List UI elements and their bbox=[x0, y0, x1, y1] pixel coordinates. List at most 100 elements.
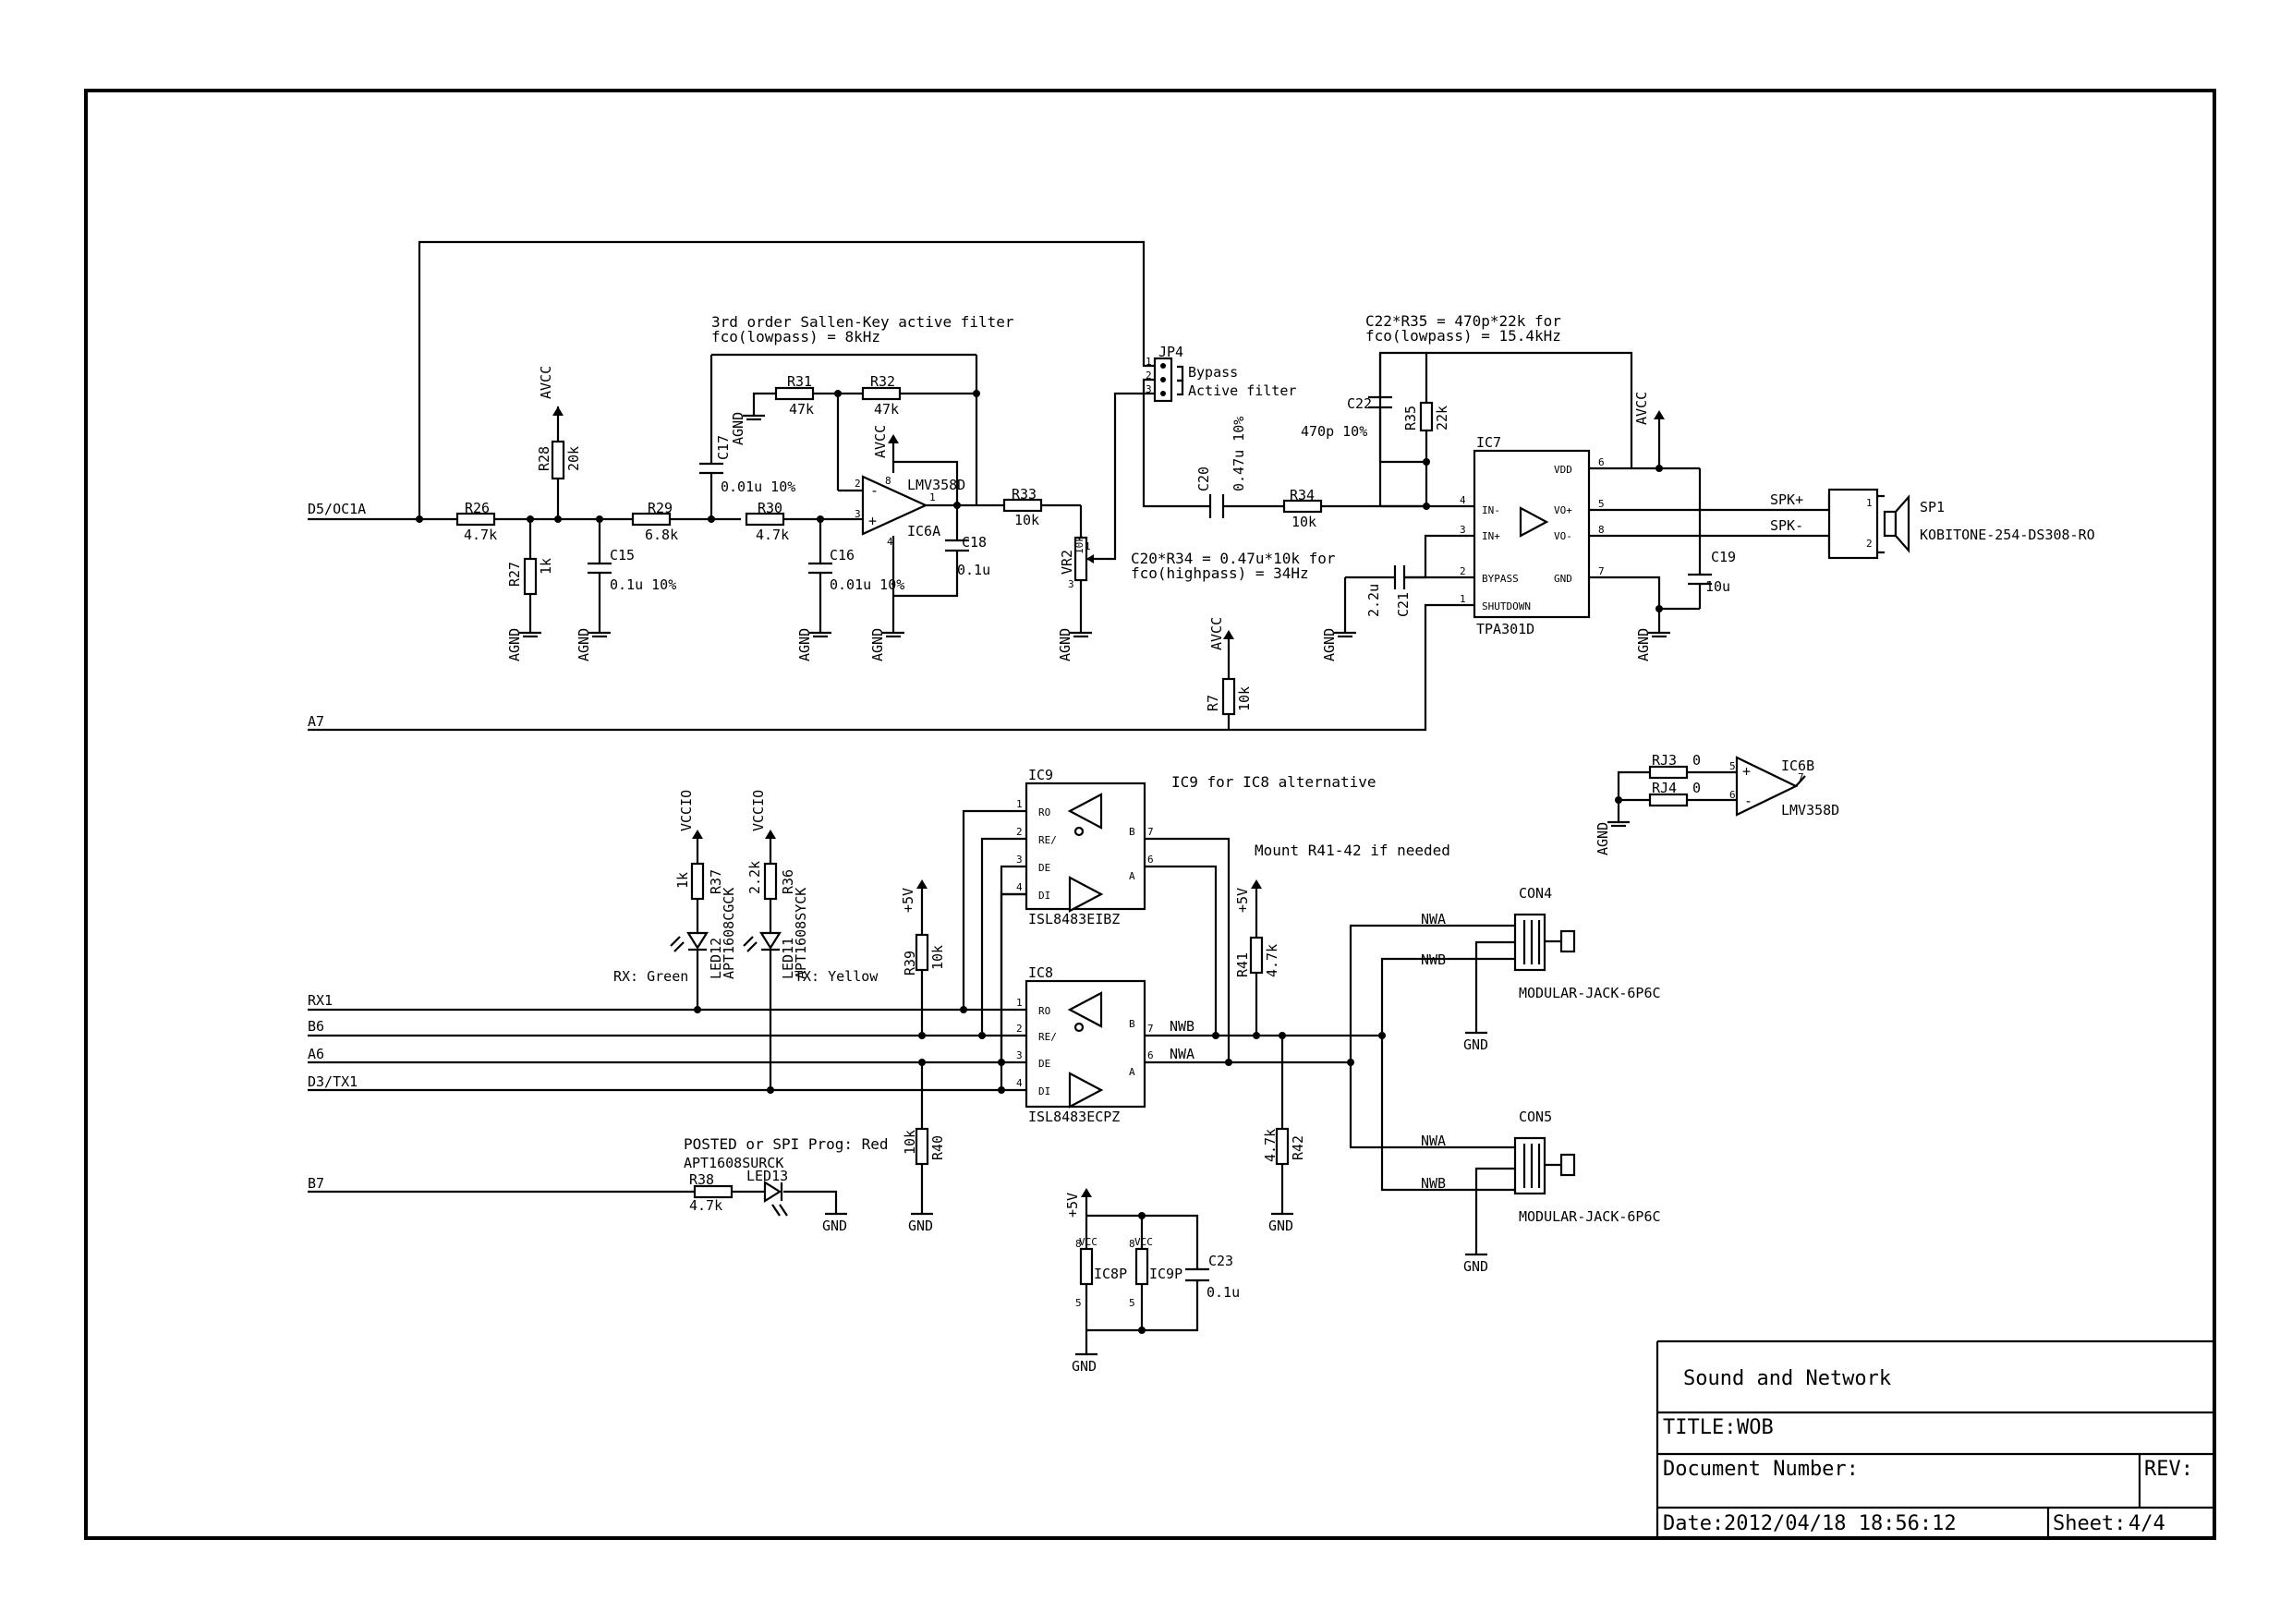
svg-text:6: 6 bbox=[1729, 789, 1736, 801]
svg-text:GND: GND bbox=[908, 1218, 933, 1234]
svg-text:8: 8 bbox=[1598, 524, 1605, 536]
gnd-decoupling: GND bbox=[1072, 1352, 1097, 1375]
svg-text:1: 1 bbox=[1146, 356, 1152, 368]
led-led12: LED12 APT1608CGCK bbox=[670, 888, 737, 979]
svg-text:JP4: JP4 bbox=[1158, 344, 1183, 360]
note-c22-line1: C22*R35 = 470p*22k for bbox=[1365, 312, 1561, 330]
svg-text:3: 3 bbox=[855, 508, 861, 520]
capacitor-c19: C19 10u bbox=[1688, 549, 1736, 595]
svg-text:MODULAR-JACK-6P6C: MODULAR-JACK-6P6C bbox=[1519, 985, 1661, 1001]
svg-text:C18: C18 bbox=[962, 534, 987, 551]
led-led13: APT1608SURCK LED13 bbox=[684, 1155, 788, 1217]
svg-text:C20: C20 bbox=[1195, 467, 1212, 491]
power-pins-ic9p: VCC IC9P 8 5 bbox=[1129, 1236, 1182, 1309]
connector-con5: CON5 MODULAR-JACK-6P6C bbox=[1513, 1109, 1661, 1225]
led-led11: LED11 APT1608SYCK bbox=[743, 888, 809, 979]
resistor-r28: R28 20k bbox=[536, 440, 582, 480]
agnd-c21: AGND bbox=[1321, 628, 1356, 661]
svg-text:C15: C15 bbox=[610, 547, 635, 564]
svg-text:DE: DE bbox=[1038, 862, 1050, 874]
svg-text:7: 7 bbox=[1147, 1023, 1154, 1035]
svg-text:0.01u 10%: 0.01u 10% bbox=[830, 576, 904, 593]
svg-text:APT1608SYCK: APT1608SYCK bbox=[793, 888, 809, 979]
svg-text:AGND: AGND bbox=[1635, 628, 1652, 661]
svg-text:MODULAR-JACK-6P6C: MODULAR-JACK-6P6C bbox=[1519, 1208, 1661, 1225]
svg-text:IN-: IN- bbox=[1482, 504, 1500, 516]
svg-text:GND: GND bbox=[1463, 1036, 1488, 1053]
svg-text:22k: 22k bbox=[1434, 406, 1450, 430]
svg-text:20k: 20k bbox=[565, 446, 582, 471]
svg-text:0.1u 10%: 0.1u 10% bbox=[610, 576, 676, 593]
svg-text:4: 4 bbox=[1460, 494, 1466, 506]
svg-text:C19: C19 bbox=[1711, 549, 1736, 565]
net-d3-tx1: D3/TX1 bbox=[308, 1073, 358, 1090]
audio-wires bbox=[308, 240, 1885, 732]
svg-text:47k: 47k bbox=[789, 401, 814, 418]
svg-text:1: 1 bbox=[1866, 497, 1873, 509]
svg-text:LED12: LED12 bbox=[708, 938, 724, 979]
note-posted: POSTED or SPI Prog: Red bbox=[684, 1135, 889, 1153]
svg-text:4.7k: 4.7k bbox=[1264, 944, 1280, 977]
net-nwa-con4: NWA bbox=[1421, 911, 1446, 927]
svg-text:R27: R27 bbox=[506, 562, 523, 587]
svg-text:470p 10%: 470p 10% bbox=[1301, 423, 1367, 440]
net-rx1: RX1 bbox=[308, 992, 333, 1009]
svg-text:IC6B: IC6B bbox=[1781, 757, 1814, 774]
svg-text:IC8P: IC8P bbox=[1094, 1266, 1127, 1282]
svg-text:GND: GND bbox=[1554, 573, 1572, 585]
agnd-c15: AGND bbox=[576, 628, 611, 661]
svg-text:AGND: AGND bbox=[576, 628, 592, 661]
svg-text:+5V: +5V bbox=[900, 888, 916, 913]
resistor-r27: R27 1k bbox=[506, 557, 554, 596]
svg-text:VCCIO: VCCIO bbox=[750, 790, 767, 831]
svg-text:0: 0 bbox=[1692, 752, 1701, 769]
svg-text:1: 1 bbox=[1460, 593, 1466, 605]
resistor-r36: 2.2k R36 bbox=[746, 861, 796, 901]
svg-text:AVCC: AVCC bbox=[1633, 392, 1650, 425]
opamp-ic6a: - + 2 3 1 8 4 LMV358D IC6A bbox=[855, 475, 965, 548]
svg-text:7: 7 bbox=[1147, 826, 1154, 838]
svg-text:VCCIO: VCCIO bbox=[678, 790, 695, 831]
svg-text:SHUTDOWN: SHUTDOWN bbox=[1482, 600, 1531, 612]
svg-text:2.2k: 2.2k bbox=[746, 861, 763, 894]
svg-text:APT1608SURCK: APT1608SURCK bbox=[684, 1155, 783, 1171]
svg-text:0.01u 10%: 0.01u 10% bbox=[721, 479, 795, 495]
svg-text:Active filter: Active filter bbox=[1188, 382, 1296, 399]
opamp-ic6b: RJ3 0 RJ4 0 + - 5 6 7 IC6B LMV358D AGND bbox=[1595, 752, 1839, 855]
svg-text:CON5: CON5 bbox=[1519, 1109, 1552, 1125]
svg-text:R39: R39 bbox=[902, 951, 918, 976]
resistor-r42: 4.7k R42 bbox=[1262, 1127, 1306, 1166]
svg-text:GND: GND bbox=[822, 1218, 847, 1234]
svg-text:GND: GND bbox=[1463, 1258, 1488, 1275]
net-d5-oc1a: D5/OC1A bbox=[308, 501, 366, 517]
svg-text:1: 1 bbox=[929, 491, 936, 503]
svg-text:5: 5 bbox=[1598, 498, 1605, 510]
svg-text:10k: 10k bbox=[902, 1130, 918, 1155]
svg-text:C17: C17 bbox=[715, 435, 732, 460]
svg-text:IC7: IC7 bbox=[1476, 434, 1501, 451]
svg-text:5: 5 bbox=[1129, 1297, 1135, 1309]
svg-text:B: B bbox=[1129, 1018, 1135, 1030]
svg-text:LMV358D: LMV358D bbox=[907, 477, 965, 493]
title-block: Sound and Network TITLE: WOB Document Nu… bbox=[1655, 1339, 2214, 1538]
power-avcc-r7: AVCC bbox=[1208, 617, 1234, 651]
agnd-vr2: AGND bbox=[1057, 628, 1092, 661]
svg-text:-: - bbox=[870, 482, 879, 499]
svg-text:5: 5 bbox=[1729, 760, 1736, 772]
svg-text:+: + bbox=[868, 513, 877, 529]
net-nwa-con5: NWA bbox=[1421, 1133, 1446, 1149]
svg-text:C22: C22 bbox=[1347, 395, 1372, 412]
resistor-r35: R35 22k bbox=[1402, 401, 1450, 432]
svg-text:R26: R26 bbox=[465, 500, 490, 516]
gnd-r42: GND bbox=[1268, 1212, 1293, 1234]
resistor-r7: R7 10k bbox=[1205, 677, 1253, 716]
agnd-c16: AGND bbox=[796, 628, 831, 661]
svg-text:BYPASS: BYPASS bbox=[1482, 573, 1519, 585]
svg-text:R41: R41 bbox=[1234, 952, 1251, 977]
svg-text:SP1: SP1 bbox=[1920, 499, 1945, 515]
svg-text:A: A bbox=[1129, 1066, 1135, 1078]
svg-text:6.8k: 6.8k bbox=[645, 527, 678, 543]
sheet-label: Sheet: bbox=[2053, 1512, 2126, 1535]
svg-text:DI: DI bbox=[1038, 1085, 1050, 1097]
